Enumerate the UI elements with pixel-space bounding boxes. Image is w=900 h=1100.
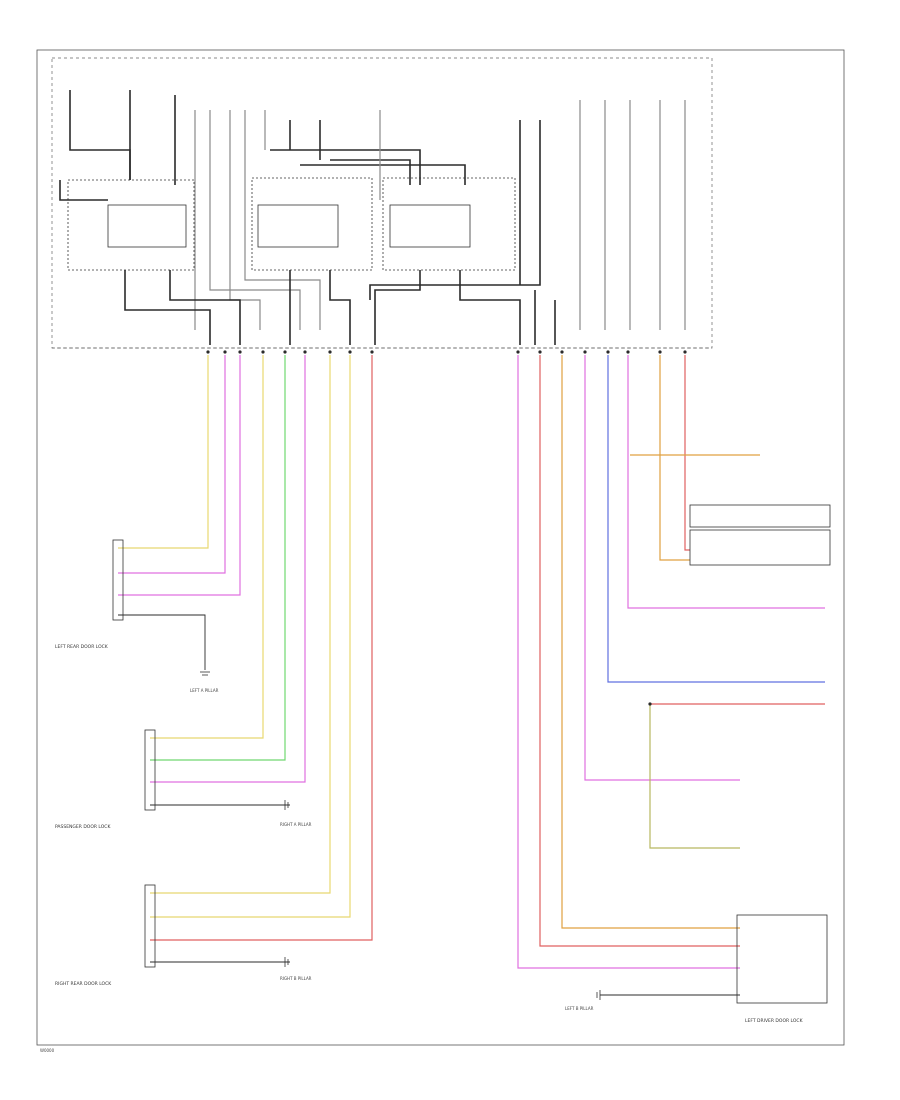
fuse-block-outline (51, 57, 713, 349)
left-rear-door-lock-connector (112, 539, 124, 621)
right-rear-door-lock-connector (144, 884, 156, 968)
relay-coil-2 (257, 204, 339, 248)
label-left-rear-door-lock: LEFT REAR DOOR LOCK (55, 644, 109, 650)
module-output-wires (124, 270, 556, 345)
ground-symbols (200, 671, 601, 1000)
gray-bus-wires (194, 100, 686, 330)
top-bus-wires (59, 90, 541, 300)
switch-module-box (689, 529, 831, 566)
ground-label-4: LEFT B PILLAR (565, 1006, 594, 1011)
relay-module-3 (382, 177, 516, 271)
passenger-door-lock-connector (144, 729, 156, 811)
ground-label-1: LEFT A PILLAR (190, 688, 219, 693)
relay-module-1 (67, 179, 195, 271)
ground-label-2: RIGHT A PILLAR (280, 822, 312, 827)
left-harness-wires (118, 355, 373, 941)
relay-coil-1 (107, 204, 187, 248)
splice-points (206, 350, 687, 706)
relay-coil-3 (389, 204, 471, 248)
diagram-frame (36, 49, 845, 1046)
label-left-driver-door-lock: LEFT DRIVER DOOR LOCK (745, 1018, 804, 1024)
ground-label-3: RIGHT B PILLAR (280, 976, 312, 981)
ground-wires (118, 614, 740, 996)
right-harness-wires (517, 355, 825, 969)
footer-code: W0000 (40, 1048, 55, 1053)
label-right-rear-door-lock: RIGHT REAR DOOR LOCK (55, 981, 112, 987)
label-passenger-door-lock: PASSENGER DOOR LOCK (55, 824, 111, 830)
lamp-module-box (689, 504, 831, 528)
relay-module-2 (251, 177, 373, 271)
left-driver-door-lock-connector (736, 914, 828, 1004)
